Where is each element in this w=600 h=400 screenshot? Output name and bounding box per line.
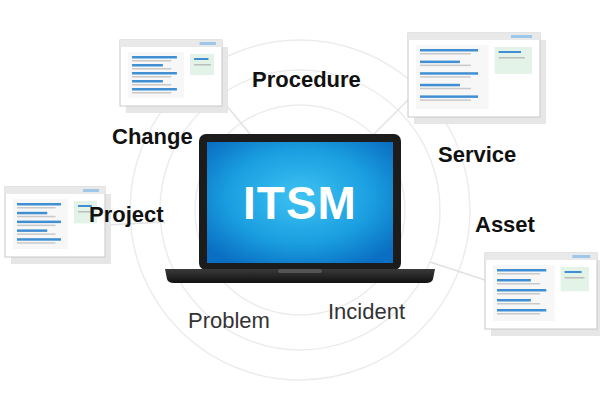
window-part — [13, 199, 68, 249]
window-part — [497, 279, 531, 282]
window-part — [17, 212, 47, 215]
window-part — [497, 289, 546, 292]
browser-window — [408, 33, 546, 124]
window-part — [83, 189, 99, 192]
window-part — [194, 58, 208, 60]
topic-label: Change — [112, 124, 193, 150]
topic-label: Service — [438, 142, 516, 168]
laptop-bezel — [199, 134, 401, 270]
window-part — [420, 65, 471, 67]
window-part — [497, 293, 540, 295]
window-part — [420, 95, 478, 98]
window-part — [420, 61, 460, 64]
window-part — [128, 52, 184, 98]
window-part — [497, 273, 540, 275]
topic-label: Project — [89, 202, 164, 228]
window-part — [132, 84, 171, 86]
window-part — [120, 40, 222, 47]
window-part — [497, 313, 540, 315]
window-part — [485, 253, 597, 329]
window-part — [497, 309, 546, 312]
window-part — [420, 49, 478, 52]
window-part — [408, 33, 540, 40]
window-part — [17, 203, 61, 206]
window-part — [132, 80, 163, 83]
window-part — [561, 267, 589, 291]
window-part — [17, 233, 56, 235]
window-part — [132, 88, 177, 91]
screen-title: ITSM — [243, 176, 357, 230]
window-part — [511, 35, 532, 38]
window-part — [485, 253, 597, 260]
window-part — [420, 99, 471, 101]
window-part — [17, 242, 56, 244]
window-part — [493, 265, 555, 321]
window-part — [132, 56, 177, 59]
window-part — [17, 229, 47, 232]
topic-label: Incident — [328, 299, 405, 325]
window-part — [497, 299, 531, 302]
window-part — [497, 303, 540, 305]
browser-window — [485, 253, 600, 336]
window-part — [120, 40, 222, 106]
window-part — [420, 84, 460, 87]
window-part — [132, 92, 171, 94]
topic-label: Procedure — [252, 67, 361, 93]
window-part — [572, 255, 590, 258]
window-part — [565, 277, 585, 279]
window-part — [132, 72, 177, 75]
window-part — [499, 57, 525, 59]
browser-window — [120, 40, 228, 113]
window-part — [194, 64, 211, 66]
screen-box: ITSM — [207, 142, 393, 263]
window-part — [17, 207, 56, 209]
browser-windows — [5, 33, 600, 336]
window-part — [416, 45, 489, 109]
window-part — [420, 88, 471, 90]
window-part — [17, 225, 56, 227]
window-part — [132, 64, 163, 67]
topic-label: Asset — [475, 212, 535, 238]
window-part — [565, 271, 582, 273]
spoke-lines — [105, 100, 485, 280]
window-part — [132, 68, 171, 70]
window-part — [17, 221, 61, 224]
window-part — [497, 269, 546, 272]
laptop-screen — [207, 142, 393, 263]
window-part — [497, 283, 540, 285]
window-part — [5, 187, 105, 194]
window-part — [408, 33, 540, 117]
window-part — [420, 53, 471, 55]
window-part — [17, 216, 56, 218]
window-part — [495, 47, 532, 74]
topic-label: Problem — [188, 308, 270, 334]
laptop-base — [165, 269, 435, 283]
window-part — [420, 72, 478, 75]
window-part — [132, 60, 171, 62]
window-part — [190, 54, 214, 75]
laptop-notch — [278, 269, 322, 273]
window-part — [200, 42, 216, 45]
window-part — [499, 51, 521, 53]
window-part — [132, 76, 171, 78]
window-part — [420, 76, 471, 78]
window-part — [17, 238, 61, 241]
